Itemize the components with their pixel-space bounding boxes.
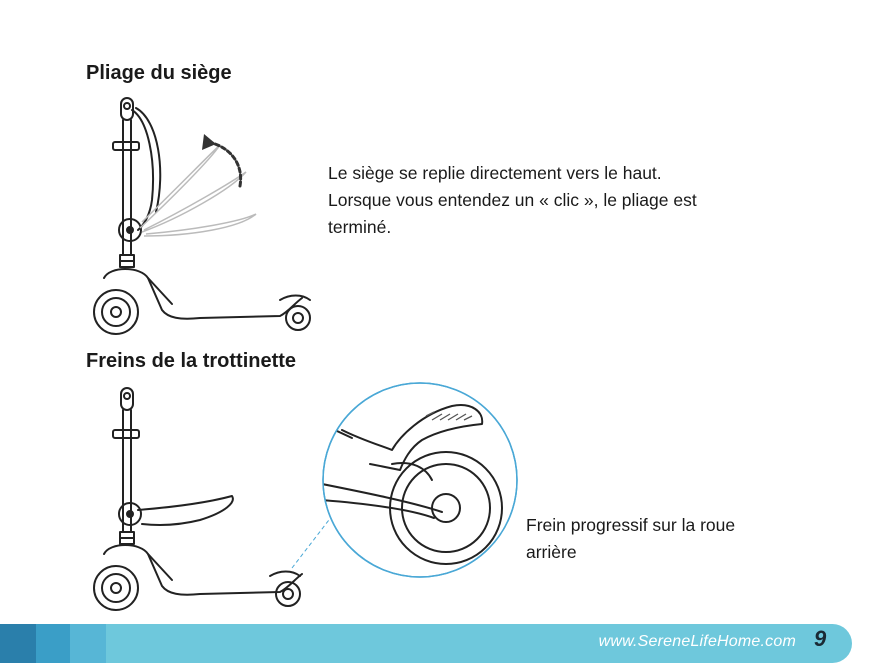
footer-segment-mid xyxy=(36,624,70,663)
page-number: 9 xyxy=(814,626,826,652)
section-title-seat-folding: Pliage du siège xyxy=(86,62,232,85)
seat-folding-line-3: terminé. xyxy=(328,214,697,241)
seat-folding-line-2: Lorsque vous entendez un « clic », le pl… xyxy=(328,187,697,214)
scooter-brake-illustration xyxy=(80,382,320,612)
footer-website-url: www.SereneLifeHome.com xyxy=(599,633,796,651)
brake-description: Frein progressif sur la roue arrière xyxy=(526,512,735,566)
section-title-scooter-brakes: Freins de la trottinette xyxy=(86,350,296,373)
rear-brake-closeup xyxy=(322,380,522,580)
seat-folding-line-1: Le siège se replie directement vers le h… xyxy=(328,160,697,187)
brake-line-1: Frein progressif sur la roue xyxy=(526,512,735,539)
brake-line-2: arrière xyxy=(526,539,735,566)
footer-segment-light xyxy=(70,624,106,663)
footer-segment-dark xyxy=(0,624,36,663)
scooter-seat-folding-illustration xyxy=(80,90,320,340)
seat-folding-description: Le siège se replie directement vers le h… xyxy=(328,160,697,241)
